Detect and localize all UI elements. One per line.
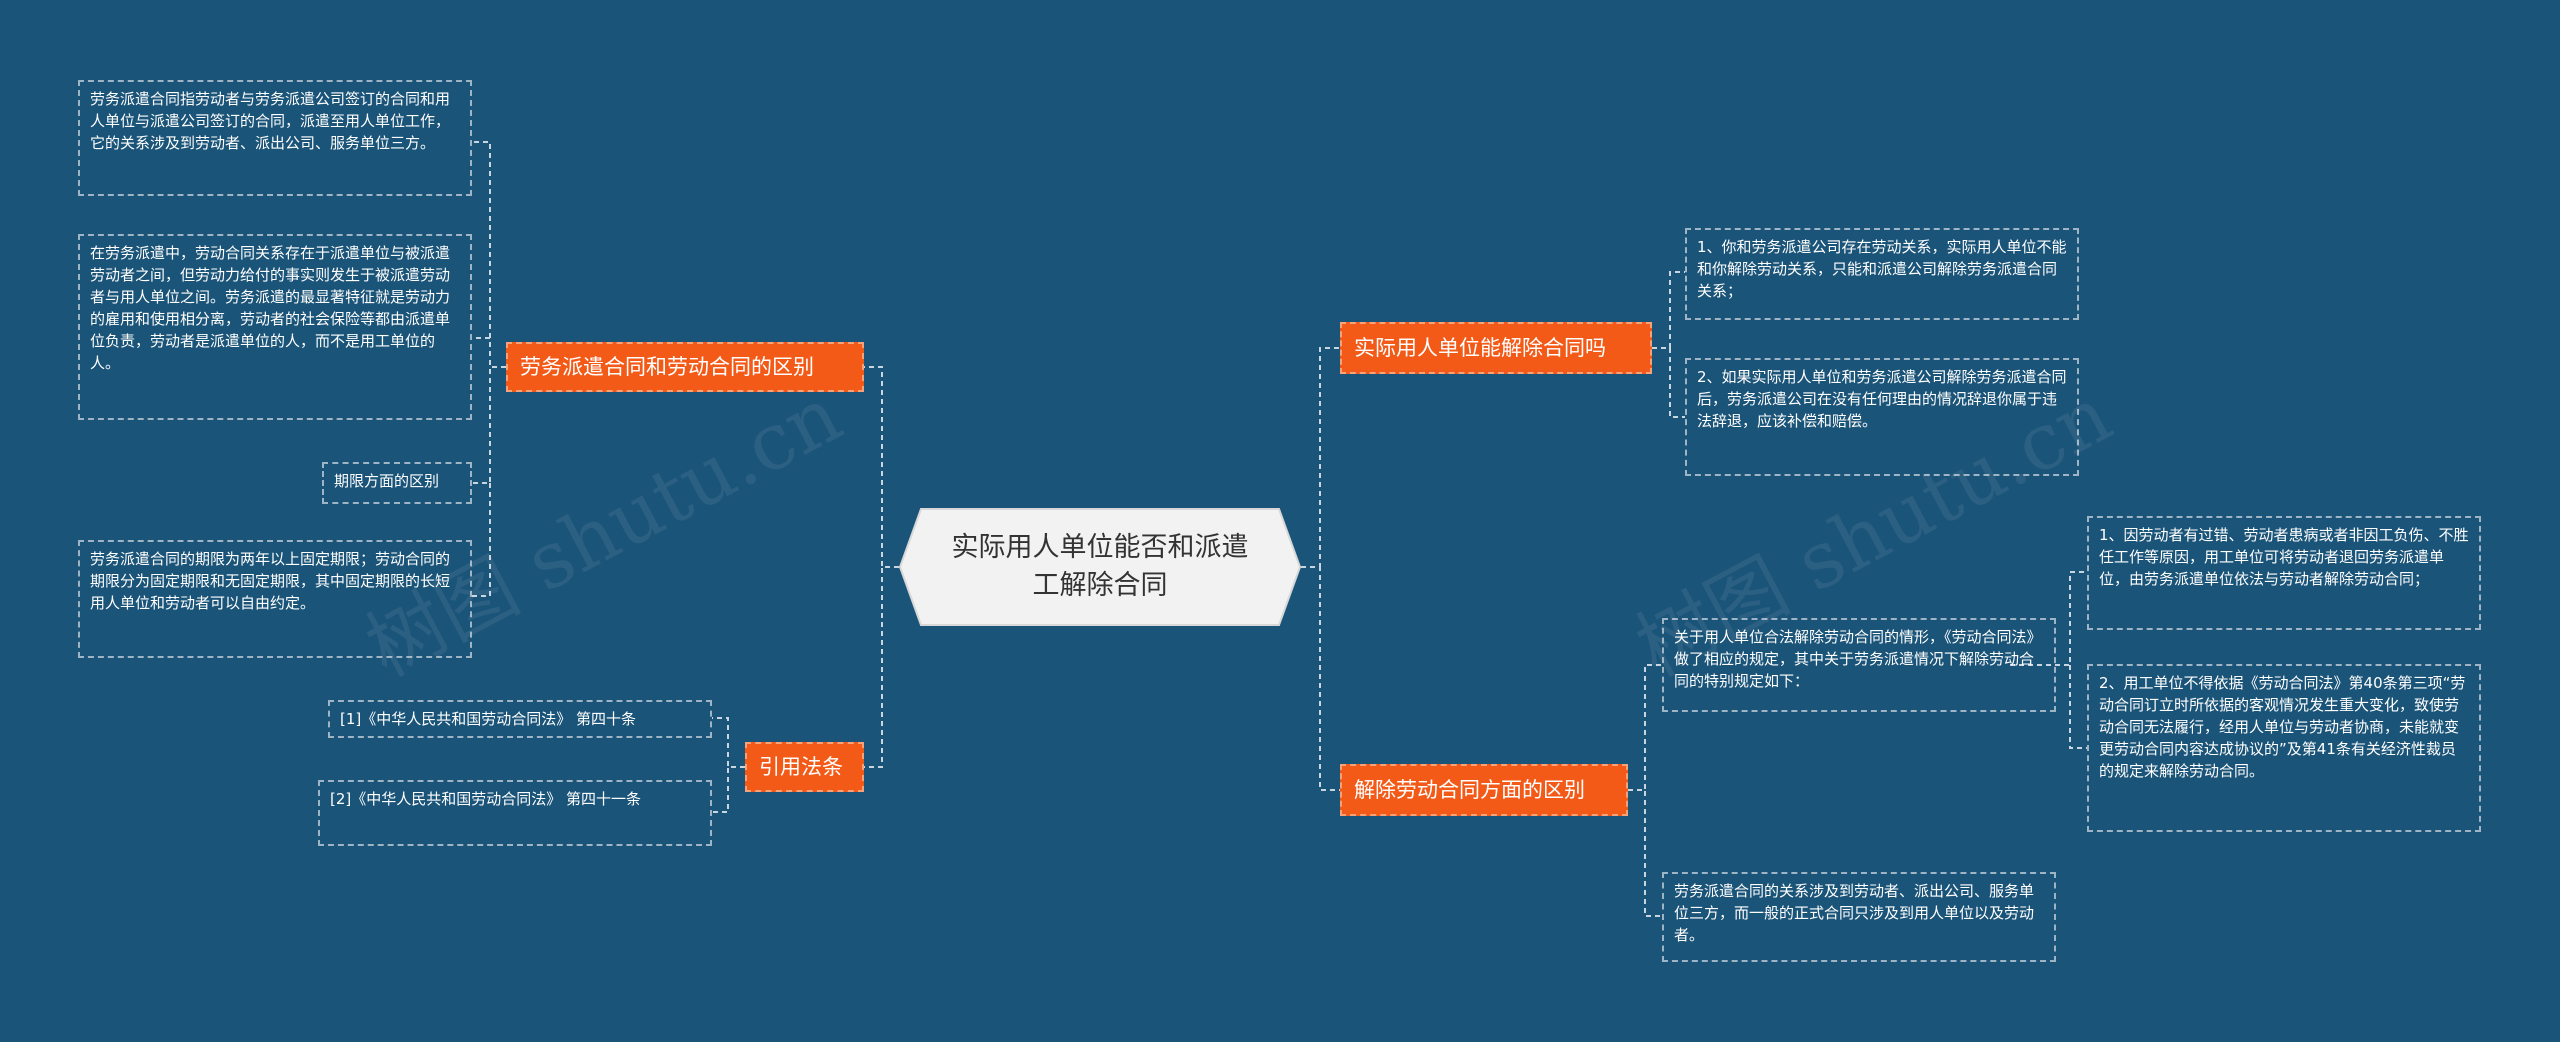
topic-termination-difference[interactable]: 解除劳动合同方面的区别: [1340, 764, 1628, 816]
leaf-contract-period[interactable]: 劳务派遣合同的期限为两年以上固定期限；劳动合同的期限分为固定期限和无固定期限，其…: [78, 540, 472, 658]
link-center-references: [864, 566, 899, 768]
leaf-can-terminate-2[interactable]: 2、如果实际用人单位和劳务派遣公司解除劳务派遣合同后，劳务派遣公司在没有任何理由…: [1685, 358, 2079, 476]
link-can-1: [1652, 271, 1685, 349]
leaf-reference-2-text: [2]《中华人民共和国劳动合同法》 第四十一条: [330, 790, 642, 808]
link-difference-1: [472, 141, 506, 368]
leaf-difference-definition-text: 劳务派遣合同指劳动者与劳务派遣公司签订的合同和用人单位与派遣公司签订的合同，派遣…: [90, 90, 451, 152]
link-difference-2: [472, 337, 506, 368]
link-reference-1: [712, 717, 745, 768]
leaf-termination-rule-1-text: 1、因劳动者有过错、劳动者患病或者非因工负伤、不胜任工作等原因，用工单位可将劳动…: [2099, 526, 2469, 588]
leaf-termination-rule-1[interactable]: 1、因劳动者有过错、劳动者患病或者非因工负伤、不胜任工作等原因，用工单位可将劳动…: [2087, 516, 2481, 630]
topic-termination-difference-label: 解除劳动合同方面的区别: [1354, 778, 1585, 802]
link-term-2: [1628, 789, 1662, 917]
topic-references-label: 引用法条: [759, 755, 843, 779]
link-center-can-terminate: [1301, 347, 1340, 568]
topic-references[interactable]: 引用法条: [745, 742, 864, 792]
link-center-termination: [1301, 566, 1340, 791]
leaf-can-terminate-2-text: 2、如果实际用人单位和劳务派遣公司解除劳务派遣合同后，劳务派遣公司在没有任何理由…: [1697, 368, 2067, 430]
link-reference-2: [712, 766, 745, 813]
leaf-difference-relationship-text: 在劳务派遣中，劳动合同关系存在于派遣单位与被派遣劳动者之间，但劳动力给付的事实则…: [90, 244, 451, 372]
topic-can-terminate[interactable]: 实际用人单位能解除合同吗: [1340, 322, 1652, 374]
link-term-1a: [2010, 571, 2087, 666]
link-center-difference: [864, 366, 899, 568]
link-difference-4: [472, 483, 491, 597]
leaf-term-difference[interactable]: 期限方面的区别: [322, 462, 472, 504]
central-topic-label: 实际用人单位能否和派遣工解除合同: [951, 532, 1249, 601]
topic-can-terminate-label: 实际用人单位能解除合同吗: [1354, 336, 1606, 360]
link-term-1b: [2069, 665, 2087, 749]
leaf-termination-rule-2[interactable]: 2、用工单位不得依据《劳动合同法》第40条第三项“劳动合同订立时所依据的客观情况…: [2087, 664, 2481, 832]
leaf-termination-rule-2-text: 2、用工单位不得依据《劳动合同法》第40条第三项“劳动合同订立时所依据的客观情况…: [2099, 674, 2466, 780]
leaf-reference-2[interactable]: [2]《中华人民共和国劳动合同法》 第四十一条: [318, 780, 712, 846]
leaf-term-difference-text: 期限方面的区别: [334, 472, 440, 490]
leaf-termination-rules[interactable]: 关于用人单位合法解除劳动合同的情形，《劳动合同法》做了相应的规定，其中关于劳务派…: [1662, 618, 2056, 712]
topic-difference[interactable]: 劳务派遣合同和劳动合同的区别: [506, 342, 864, 392]
leaf-can-terminate-1-text: 1、你和劳务派遣公司存在劳动关系，实际用人单位不能和你解除劳动关系，只能和派遣公…: [1697, 238, 2067, 300]
topic-difference-label: 劳务派遣合同和劳动合同的区别: [520, 355, 814, 379]
leaf-termination-scope-text: 劳务派遣合同的关系涉及到劳动者、派出公司、服务单位三方，而一般的正式合同只涉及到…: [1674, 882, 2035, 944]
central-topic[interactable]: 实际用人单位能否和派遣工解除合同: [899, 508, 1301, 626]
leaf-reference-1[interactable]: [1]《中华人民共和国劳动合同法》 第四十条: [328, 700, 712, 738]
central-topic-shape: [899, 508, 1301, 626]
leaf-difference-definition[interactable]: 劳务派遣合同指劳动者与劳务派遣公司签订的合同和用人单位与派遣公司签订的合同，派遣…: [78, 80, 472, 196]
leaf-reference-1-text: [1]《中华人民共和国劳动合同法》 第四十条: [340, 710, 637, 728]
link-can-2: [1652, 347, 1685, 418]
leaf-termination-scope[interactable]: 劳务派遣合同的关系涉及到劳动者、派出公司、服务单位三方，而一般的正式合同只涉及到…: [1662, 872, 2056, 962]
leaf-termination-rules-text: 关于用人单位合法解除劳动合同的情形，《劳动合同法》做了相应的规定，其中关于劳务派…: [1674, 628, 2042, 690]
leaf-difference-relationship[interactable]: 在劳务派遣中，劳动合同关系存在于派遣单位与被派遣劳动者之间，但劳动力给付的事实则…: [78, 234, 472, 420]
link-term-1: [1628, 664, 1662, 791]
leaf-contract-period-text: 劳务派遣合同的期限为两年以上固定期限；劳动合同的期限分为固定期限和无固定期限，其…: [90, 550, 451, 612]
leaf-can-terminate-1[interactable]: 1、你和劳务派遣公司存在劳动关系，实际用人单位不能和你解除劳动关系，只能和派遣公…: [1685, 228, 2079, 320]
link-difference-3: [472, 366, 506, 484]
